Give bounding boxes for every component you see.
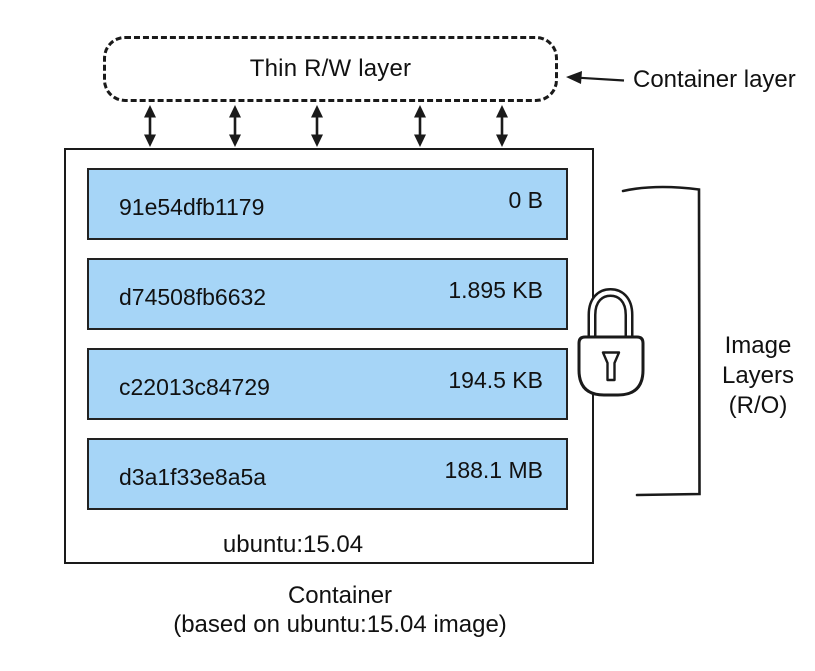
caption-line-2: (based on ubuntu:15.04 image) — [173, 611, 507, 638]
diagram-caption: Container (based on ubuntu:15.04 image) — [40, 581, 640, 639]
layer-size: 0 B — [508, 186, 543, 213]
layer-id: 91e54dfb1179 — [119, 193, 265, 220]
double-arrow-icon — [494, 103, 510, 149]
thin-rw-layer-label: Thin R/W layer — [249, 55, 412, 82]
caption-line-1: Container — [287, 582, 393, 609]
image-layers-label: Image Layers (R/O) — [721, 332, 795, 419]
double-arrow-icon — [227, 103, 243, 149]
layer-size: 1.895 KB — [448, 276, 543, 303]
layer-size: 194.5 KB — [448, 366, 543, 393]
double-arrow-icon — [412, 103, 428, 149]
layer-id: c22013c84729 — [119, 373, 270, 400]
image-layer-row: d3a1f33e8a5a 188.1 MB — [87, 438, 568, 510]
layer-id: d74508fb6632 — [119, 283, 267, 310]
double-arrow-icon — [309, 103, 325, 149]
container-layer-label: Container layer — [633, 66, 796, 93]
callout-arrow-icon — [566, 71, 625, 84]
image-layer-row: d74508fb6632 1.895 KB — [87, 258, 568, 330]
image-layer-row: 91e54dfb1179 0 B — [87, 168, 568, 240]
base-image-label: ubuntu:15.04 — [222, 531, 364, 558]
image-layers-bracket-icon — [621, 185, 701, 497]
double-arrow-icon — [142, 103, 158, 149]
layer-id: d3a1f33e8a5a — [119, 463, 267, 490]
thin-rw-layer-box: Thin R/W layer — [103, 36, 558, 102]
layer-size: 188.1 MB — [444, 456, 543, 483]
image-layer-row: c22013c84729 194.5 KB — [87, 348, 568, 420]
